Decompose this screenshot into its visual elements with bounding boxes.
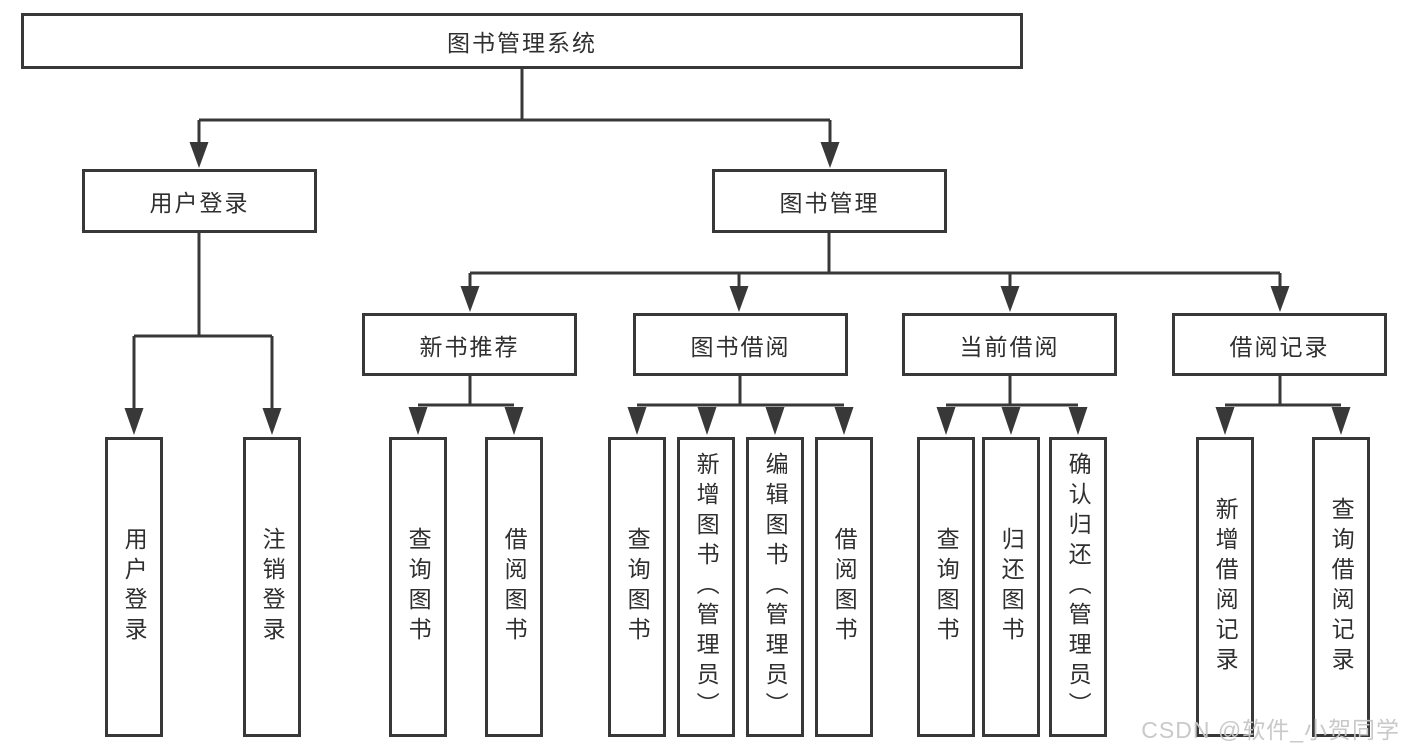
node-recommend-borrow-books: 借阅图书 xyxy=(485,437,543,737)
node-records-query-record: 查询借阅记录 xyxy=(1312,437,1370,737)
node-recommend-borrow-books-label: 借阅图书 xyxy=(501,527,528,647)
node-current-query-books: 查询图书 xyxy=(917,437,975,737)
tree-edges xyxy=(132,69,1341,409)
node-logout-action: 注销登录 xyxy=(243,437,301,737)
node-recommend-query-books-label: 查询图书 xyxy=(405,527,432,647)
node-borrowing-records: 借阅记录 xyxy=(1172,313,1387,376)
node-current-confirm-return-admin: 确认归还（管理员） xyxy=(1049,437,1107,737)
node-library-management-system: 图书管理系统 xyxy=(21,13,1023,69)
node-borrowing-add-books-admin-label: 新增图书（管理员） xyxy=(693,452,720,722)
node-borrowing-query-books-label: 查询图书 xyxy=(624,527,651,647)
csdn-watermark: CSDN @软件_小贺同学 xyxy=(1141,717,1400,743)
node-logout-action-label: 注销登录 xyxy=(259,527,286,647)
node-borrowing-borrow-books-label: 借阅图书 xyxy=(831,527,858,647)
node-borrowing-edit-books-admin-label: 编辑图书（管理员） xyxy=(762,452,789,722)
node-borrowing-borrow-books: 借阅图书 xyxy=(815,437,873,737)
node-current-return-books: 归还图书 xyxy=(982,437,1040,737)
node-book-management: 图书管理 xyxy=(712,169,947,233)
node-recommend-query-books: 查询图书 xyxy=(389,437,447,737)
node-book-borrowing: 图书借阅 xyxy=(633,313,848,376)
node-records-add-record-label: 新增借阅记录 xyxy=(1212,497,1239,677)
node-new-book-recommendation: 新书推荐 xyxy=(362,313,577,376)
node-borrowing-edit-books-admin: 编辑图书（管理员） xyxy=(746,437,804,737)
node-borrowing-query-books: 查询图书 xyxy=(608,437,666,737)
node-current-return-books-label: 归还图书 xyxy=(998,527,1025,647)
node-current-query-books-label: 查询图书 xyxy=(933,527,960,647)
node-borrowing-add-books-admin: 新增图书（管理员） xyxy=(677,437,735,737)
arrowheads xyxy=(124,142,1351,435)
node-records-add-record: 新增借阅记录 xyxy=(1196,437,1254,737)
node-current-confirm-return-admin-label: 确认归还（管理员） xyxy=(1065,452,1092,722)
node-login-action: 用户登录 xyxy=(105,437,163,737)
node-records-query-record-label: 查询借阅记录 xyxy=(1328,497,1355,677)
node-login-action-label: 用户登录 xyxy=(121,527,148,647)
node-current-borrowing: 当前借阅 xyxy=(902,313,1117,376)
node-user-login: 用户登录 xyxy=(82,169,317,233)
